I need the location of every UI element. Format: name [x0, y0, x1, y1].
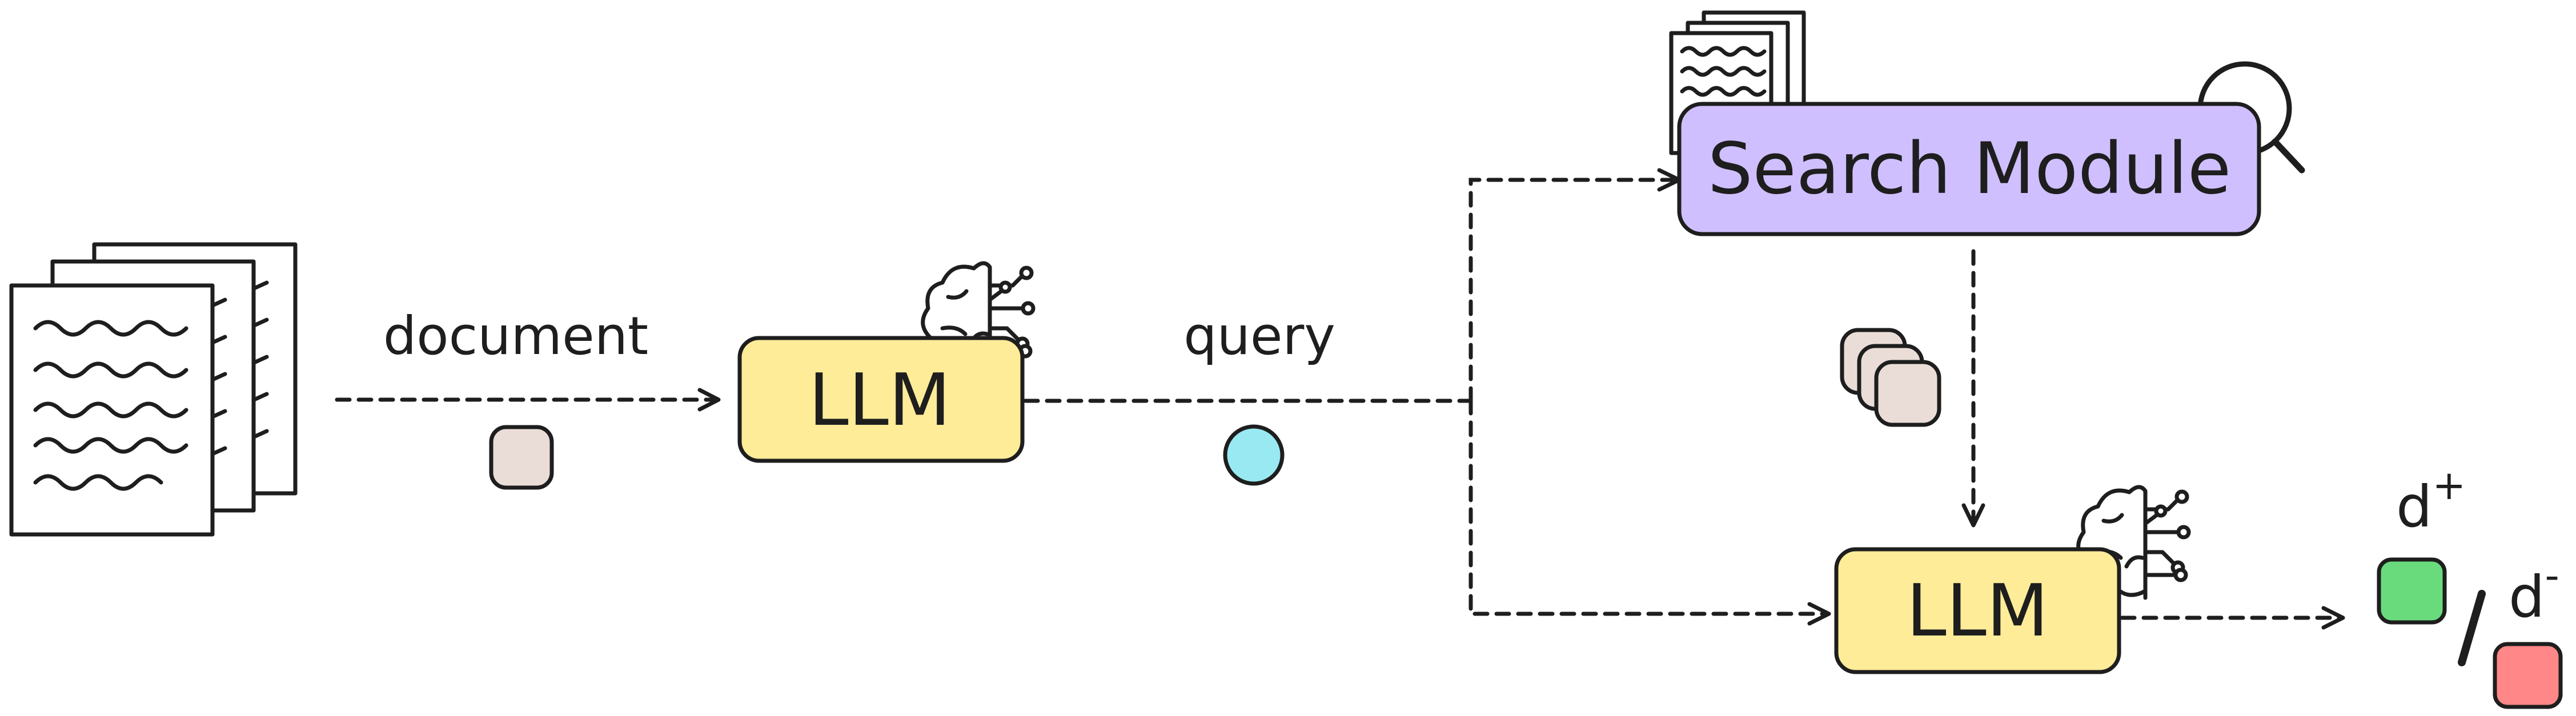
search-module-label: Search Module — [1708, 128, 2231, 210]
query-token — [1223, 424, 1285, 486]
document-label: document — [383, 305, 648, 367]
or-slash — [2458, 590, 2486, 666]
document-token — [489, 425, 554, 490]
search-module-box — [1677, 102, 2261, 236]
positive-document-label: d+ — [2396, 462, 2466, 540]
positive-document-token — [2377, 557, 2447, 625]
edge-document-to-llm — [335, 388, 721, 412]
edge-llm-to-branch — [1023, 168, 1831, 626]
document-stack-icon — [9, 242, 298, 537]
query-label: query — [1183, 305, 1335, 367]
llm-box-first — [737, 336, 1025, 463]
edge-search-to-llm — [1961, 249, 1985, 528]
negative-document-token — [2493, 642, 2563, 709]
llm-box-second — [1834, 547, 2121, 674]
negative-document-label: d- — [2509, 552, 2559, 630]
llm-box-first-label: LLM — [808, 358, 950, 442]
edge-llm-to-output — [2120, 606, 2345, 630]
retrieved-document-tokens — [1840, 328, 1941, 427]
llm-box-second-label: LLM — [1906, 569, 2048, 653]
